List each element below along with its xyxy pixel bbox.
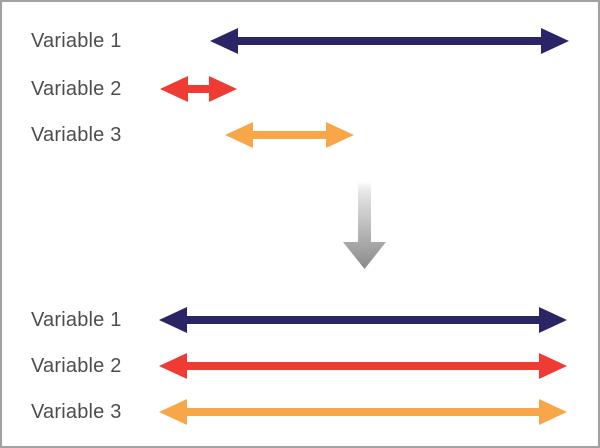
arrow-shaft <box>187 408 539 416</box>
arrow-variable-3-after <box>159 399 567 425</box>
variable-label: Variable 2 <box>31 355 122 377</box>
variable-row: Variable 1 <box>2 28 598 54</box>
variable-row: Variable 1 <box>2 307 598 333</box>
arrow-left-head-icon <box>160 76 188 102</box>
arrow-shaft <box>188 85 209 93</box>
variable-row: Variable 2 <box>2 353 598 379</box>
arrow-right-head-icon <box>539 353 567 379</box>
arrow-right-head-icon <box>539 399 567 425</box>
variable-row: Variable 3 <box>2 122 598 148</box>
arrow-right-head-icon <box>209 76 237 102</box>
arrow-shaft <box>238 37 541 45</box>
variable-label: Variable 3 <box>31 124 122 146</box>
variable-label: Variable 1 <box>31 309 122 331</box>
arrow-left-head-icon <box>159 353 187 379</box>
arrow-shaft <box>187 362 539 370</box>
variable-label: Variable 2 <box>31 78 122 100</box>
arrow-left-head-icon <box>225 122 253 148</box>
down-arrow-icon <box>343 181 386 269</box>
arrow-left-head-icon <box>210 28 238 54</box>
arrow-variable-1-after <box>159 307 567 333</box>
arrow-variable-2-before <box>160 76 237 102</box>
arrow-left-head-icon <box>159 399 187 425</box>
arrow-shaft <box>253 131 326 139</box>
variable-row: Variable 3 <box>2 399 598 425</box>
variable-row: Variable 2 <box>2 76 598 102</box>
arrow-right-head-icon <box>541 28 569 54</box>
arrow-right-head-icon <box>326 122 354 148</box>
variable-label: Variable 3 <box>31 401 122 423</box>
arrow-shaft <box>187 316 539 324</box>
arrow-variable-1-before <box>210 28 569 54</box>
arrow-right-head-icon <box>539 307 567 333</box>
arrow-variable-2-after <box>159 353 567 379</box>
arrow-variable-3-before <box>225 122 354 148</box>
variable-label: Variable 1 <box>31 30 122 52</box>
arrow-left-head-icon <box>159 307 187 333</box>
